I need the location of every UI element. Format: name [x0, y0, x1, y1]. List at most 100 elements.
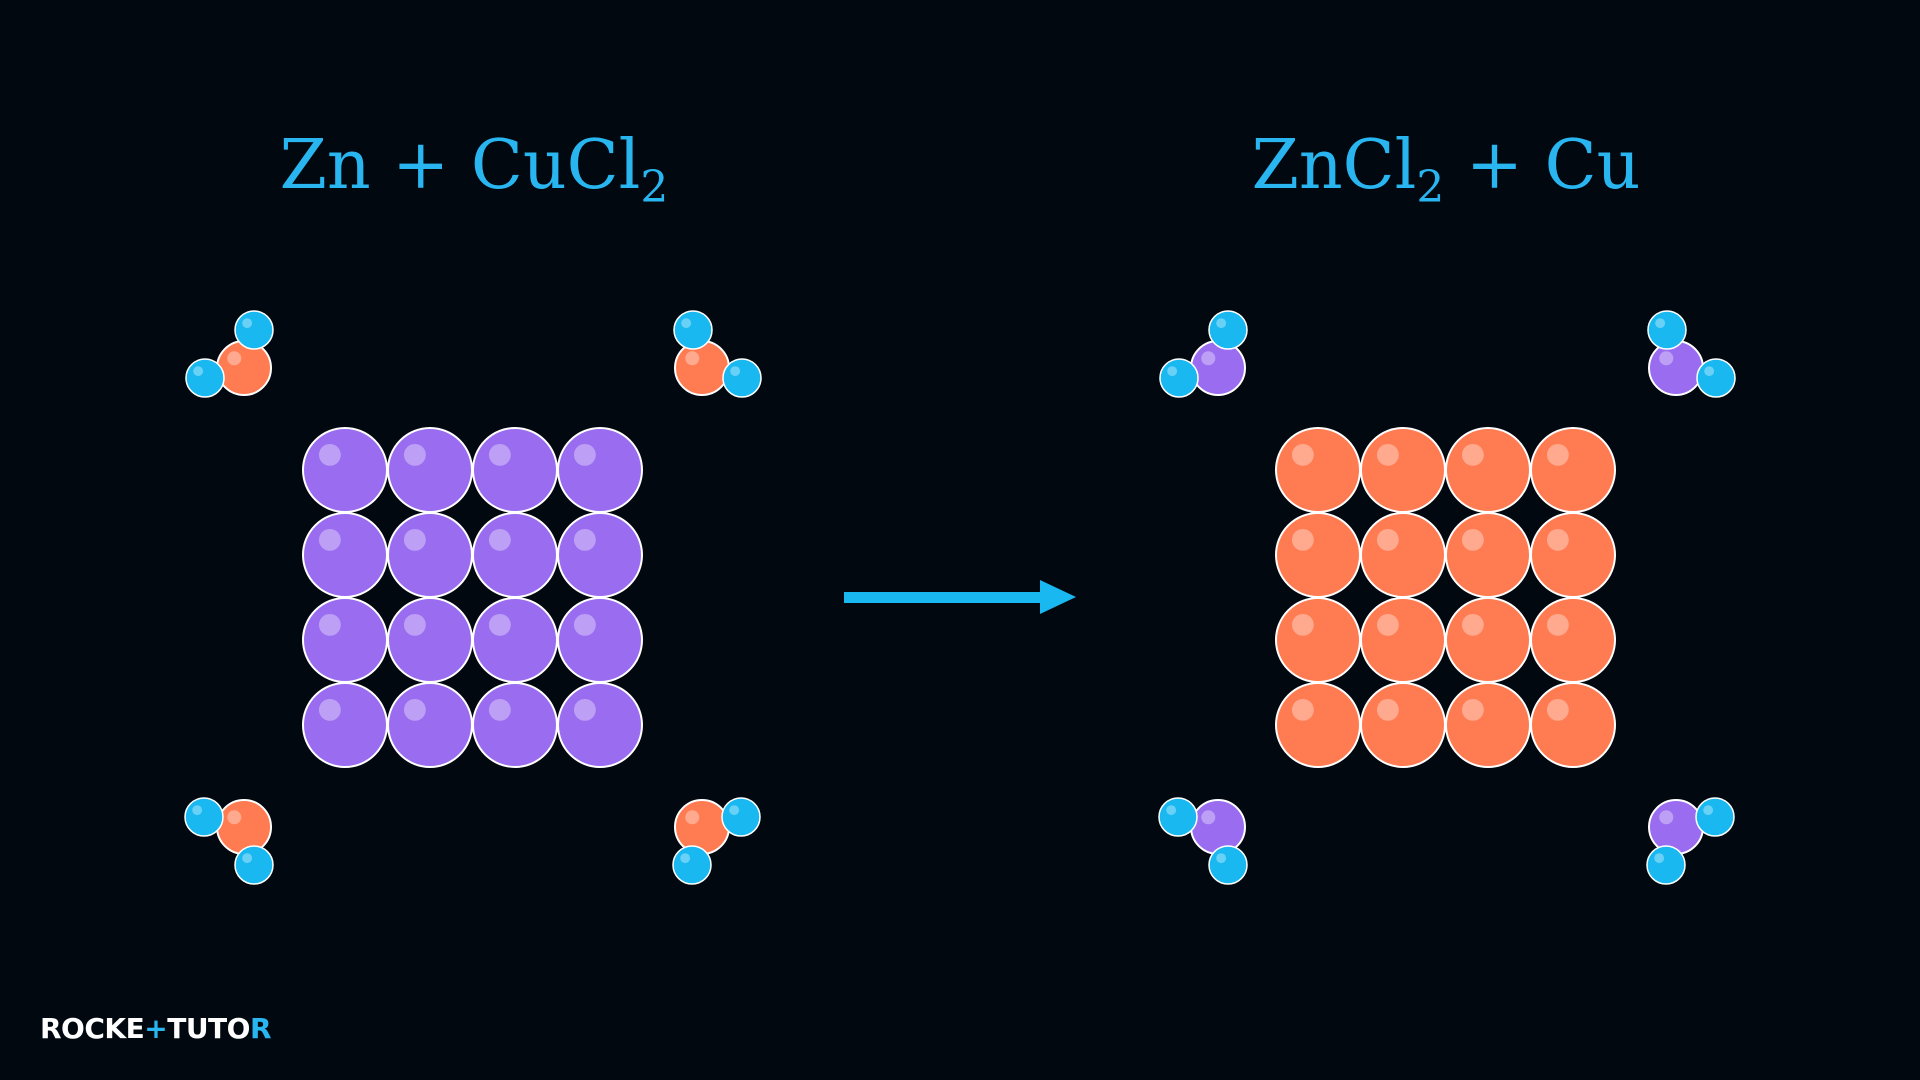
- copper-center-atom: [216, 340, 272, 396]
- zncl2-molecules: [1158, 310, 1736, 885]
- zinc-atom: [302, 427, 388, 513]
- chlorine-atom-highlight: [681, 318, 692, 329]
- zinc-atom: [557, 512, 643, 598]
- rockettutor-logo: ROCKE+TUTOR: [40, 1012, 272, 1045]
- logo-text-right: TUTO: [167, 1012, 250, 1045]
- copper-atom-highlight: [1291, 698, 1314, 721]
- reaction-arrow-head: [1040, 580, 1076, 614]
- zinc-atom-highlight: [318, 613, 341, 636]
- reaction-arrow: [844, 580, 1076, 614]
- reaction-arrow-shaft: [844, 592, 1042, 603]
- chlorine-atom: [1208, 310, 1248, 350]
- copper-atom: [1445, 427, 1531, 513]
- chlorine-atom-highlight: [1166, 805, 1177, 816]
- logo-text-end: R: [249, 1012, 272, 1045]
- chlorine-atom: [1647, 310, 1687, 350]
- chlorine-atom: [234, 845, 274, 885]
- chlorine-atom: [1696, 358, 1736, 398]
- copper-atom: [1360, 427, 1446, 513]
- chlorine-atom: [234, 310, 274, 350]
- chlorine-atom-highlight: [680, 853, 691, 864]
- chlorine-atom: [1159, 358, 1199, 398]
- zinc-atom-highlight: [573, 698, 596, 721]
- products-subscript: 2: [1416, 162, 1445, 213]
- zinc-atom-highlight: [573, 528, 596, 551]
- chlorine-atom: [1695, 797, 1735, 837]
- copper-center-atom-highlight: [685, 351, 700, 366]
- zinc-atom: [302, 597, 388, 683]
- copper-atom-highlight: [1546, 528, 1569, 551]
- chlorine-atom-highlight: [1655, 318, 1666, 329]
- copper-atom-highlight: [1546, 698, 1569, 721]
- zinc-center-atom: [1190, 799, 1246, 855]
- zinc-atom-highlight: [488, 528, 511, 551]
- copper-atom: [1360, 597, 1446, 683]
- zinc-atom-highlight: [318, 443, 341, 466]
- zinc-atom: [472, 427, 558, 513]
- zinc-center-atom-highlight: [1201, 351, 1216, 366]
- zinc-atom-highlight: [573, 613, 596, 636]
- chlorine-atom-highlight: [242, 318, 253, 329]
- copper-center-atom: [674, 799, 730, 855]
- copper-atom-highlight: [1461, 443, 1484, 466]
- copper-atom: [1275, 682, 1361, 768]
- products-text-b: + Cu: [1444, 126, 1641, 205]
- zinc-center-atom-highlight: [1201, 810, 1216, 825]
- chlorine-atom-highlight: [1216, 318, 1227, 329]
- copper-atom: [1360, 512, 1446, 598]
- copper-atom-highlight: [1291, 528, 1314, 551]
- zinc-atom-highlight: [488, 613, 511, 636]
- copper-atom-highlight: [1461, 528, 1484, 551]
- copper-atom-highlight: [1461, 613, 1484, 636]
- copper-atom-highlight: [1376, 698, 1399, 721]
- zinc-atom-highlight: [318, 528, 341, 551]
- zinc-atom: [472, 597, 558, 683]
- chlorine-atom-highlight: [729, 805, 740, 816]
- products-equation: ZnCl2 + Cu: [1252, 132, 1641, 210]
- chlorine-atom: [1208, 845, 1248, 885]
- zinc-atom: [557, 427, 643, 513]
- chlorine-atom: [673, 310, 713, 350]
- copper-atom-highlight: [1291, 443, 1314, 466]
- zinc-atom-highlight: [403, 698, 426, 721]
- zinc-atom: [557, 597, 643, 683]
- copper-center-atom-highlight: [227, 351, 242, 366]
- zinc-center-atom: [1190, 340, 1246, 396]
- zinc-atom-highlight: [573, 443, 596, 466]
- zinc-center-atom-highlight: [1659, 351, 1674, 366]
- copper-center-atom: [674, 340, 730, 396]
- zinc-atom-highlight: [403, 528, 426, 551]
- chlorine-atom: [721, 797, 761, 837]
- chlorine-atom-highlight: [193, 366, 204, 377]
- copper-center-atom-highlight: [227, 810, 242, 825]
- zinc-atom: [387, 682, 473, 768]
- copper-atom-highlight: [1546, 443, 1569, 466]
- chlorine-atom: [185, 358, 225, 398]
- copper-atom-highlight: [1291, 613, 1314, 636]
- copper-atom: [1360, 682, 1446, 768]
- zinc-atom-highlight: [488, 698, 511, 721]
- copper-atom: [1275, 512, 1361, 598]
- chlorine-atom-highlight: [1167, 366, 1178, 377]
- zinc-atom: [387, 512, 473, 598]
- copper-atom: [1445, 682, 1531, 768]
- copper-atom: [1275, 597, 1361, 683]
- copper-atom-highlight: [1376, 613, 1399, 636]
- chlorine-atom: [722, 358, 762, 398]
- copper-atom: [1275, 427, 1361, 513]
- zinc-atom-highlight: [488, 443, 511, 466]
- chlorine-atom-highlight: [1703, 805, 1714, 816]
- chlorine-atom-highlight: [730, 366, 741, 377]
- copper-atom: [1530, 427, 1616, 513]
- chlorine-atom-highlight: [1216, 853, 1227, 864]
- copper-atom-highlight: [1546, 613, 1569, 636]
- copper-center-atom-highlight: [685, 810, 700, 825]
- chlorine-atom-highlight: [1704, 366, 1715, 377]
- chlorine-atom-highlight: [1654, 853, 1665, 864]
- zinc-center-atom: [1648, 340, 1704, 396]
- copper-atom: [1530, 682, 1616, 768]
- zinc-atom: [387, 427, 473, 513]
- zinc-atom: [472, 512, 558, 598]
- reactants-text: Zn + CuCl: [279, 126, 641, 205]
- copper-atom: [1530, 597, 1616, 683]
